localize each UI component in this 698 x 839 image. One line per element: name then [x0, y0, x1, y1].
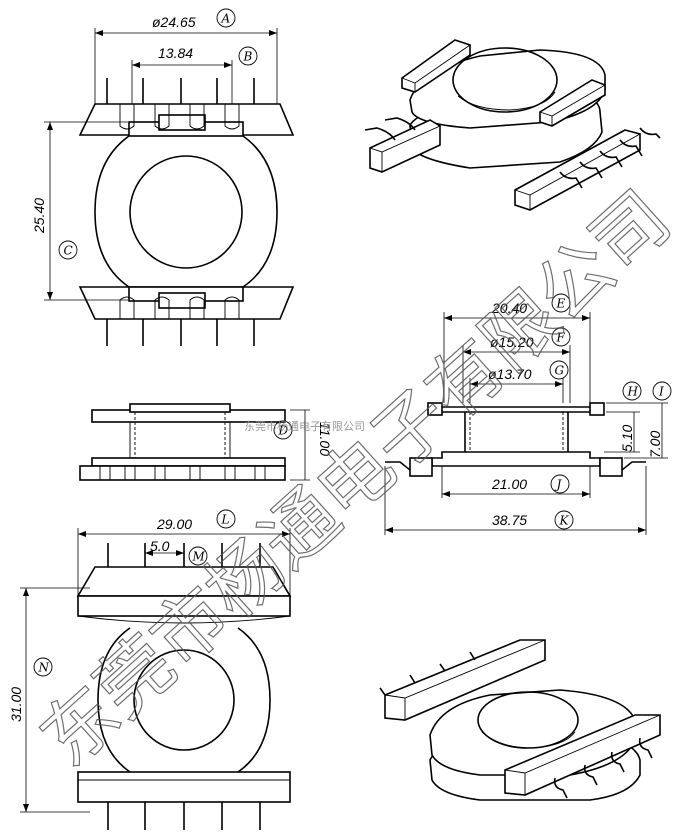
isometric-view-top [364, 39, 661, 211]
dim-c-value: 25.40 [31, 198, 47, 234]
dim-k-label: K [559, 514, 570, 528]
dim-m-value: 5.0 [150, 538, 170, 554]
dim-f-value: ø15.20 [490, 334, 534, 350]
dim-n-value: 31.00 [8, 687, 24, 722]
dim-d-label: D [278, 424, 289, 438]
dim-h-label: H [627, 385, 639, 399]
dim-i-value: 5.10 [619, 425, 635, 452]
watermark-small: 东莞市杨通电子有限公司 [244, 419, 365, 433]
isometric-view-bottom [379, 639, 661, 801]
dim-j-label: J [554, 478, 563, 492]
dim-c-label: C [64, 244, 73, 258]
dim-b-label: B [243, 50, 253, 64]
bottom-view-left: 29.00 L 5.0 M 31.00 N [8, 509, 292, 830]
dim-l-value: 29.00 [156, 516, 192, 532]
dim-a-value: ø24.65 [152, 14, 196, 30]
dim-h-value: 7.00 [647, 431, 663, 458]
side-view-left: 11.00 D [79, 403, 333, 481]
dim-i-label: I [658, 385, 664, 399]
dim-e-value: 20.40 [491, 300, 527, 316]
dim-k-value: 38.75 [492, 512, 527, 528]
dim-j-value: 21.00 [491, 476, 527, 492]
dim-g-label: G [555, 364, 565, 378]
front-view-top: ø24.65 A 13.84 B 25.40 C [31, 8, 295, 346]
dim-l-label: L [221, 513, 230, 527]
dim-g-value: ø13.70 [488, 366, 532, 382]
dim-b-value: 13.84 [158, 45, 193, 61]
dim-m-label: M [192, 550, 206, 564]
dim-a-label: A [221, 12, 231, 26]
dim-n-label: N [38, 661, 50, 675]
dim-d-value: 11.00 [317, 422, 333, 456]
dim-f-label: F [556, 331, 566, 345]
dim-e-label: E [556, 297, 566, 311]
section-view-right: 20.40 E ø15.20 F ø13.70 G H I 5.10 7.00 [384, 293, 672, 535]
